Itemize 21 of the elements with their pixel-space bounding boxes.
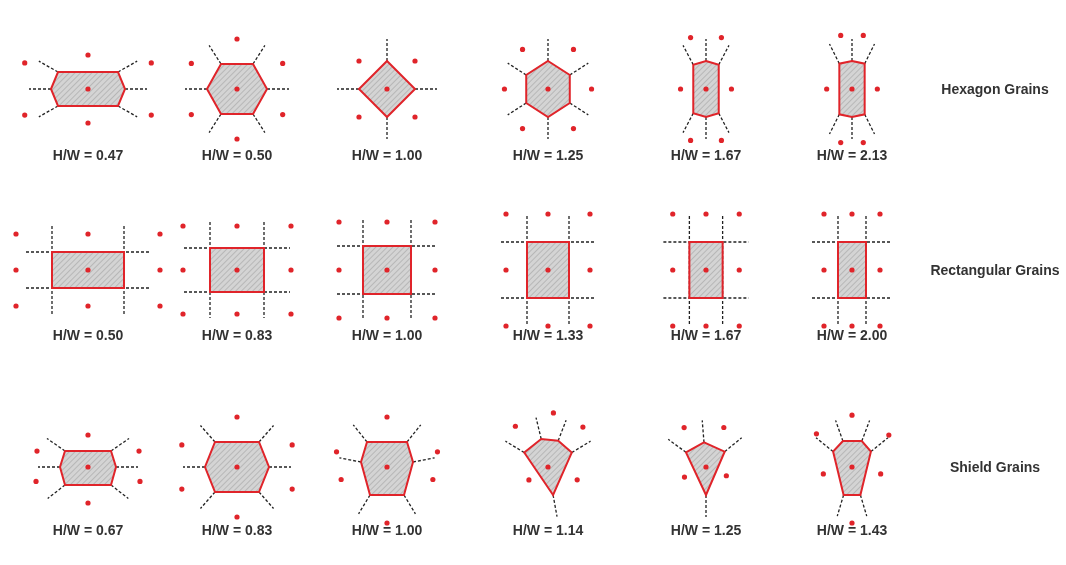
ratio-label: H/W = 0.50 <box>201 147 273 163</box>
ratio-label: H/W = 1.25 <box>670 522 742 538</box>
ratio-label: H/W = 0.83 <box>201 327 273 343</box>
ratio-label: H/W = 0.50 <box>52 327 124 343</box>
row-title: Hexagon Grains <box>941 81 1049 97</box>
ratio-label: H/W = 1.25 <box>512 147 584 163</box>
ratio-label: H/W = 1.00 <box>351 327 423 343</box>
ratio-label: H/W = 1.14 <box>512 522 584 538</box>
ratio-label: H/W = 2.00 <box>816 327 888 343</box>
row-title: Rectangular Grains <box>930 262 1060 278</box>
ratio-label: H/W = 1.43 <box>816 522 888 538</box>
ratio-label: H/W = 1.67 <box>670 327 742 343</box>
ratio-label: H/W = 0.83 <box>201 522 273 538</box>
ratio-label: H/W = 1.67 <box>670 147 742 163</box>
ratio-label: H/W = 1.00 <box>351 147 423 163</box>
ratio-label: H/W = 1.00 <box>351 522 423 538</box>
row-title: Shield Grains <box>949 459 1041 475</box>
ratio-label: H/W = 2.13 <box>816 147 888 163</box>
ratio-label: H/W = 1.33 <box>512 327 584 343</box>
ratio-label: H/W = 0.47 <box>52 147 124 163</box>
ratio-label: H/W = 0.67 <box>52 522 124 538</box>
